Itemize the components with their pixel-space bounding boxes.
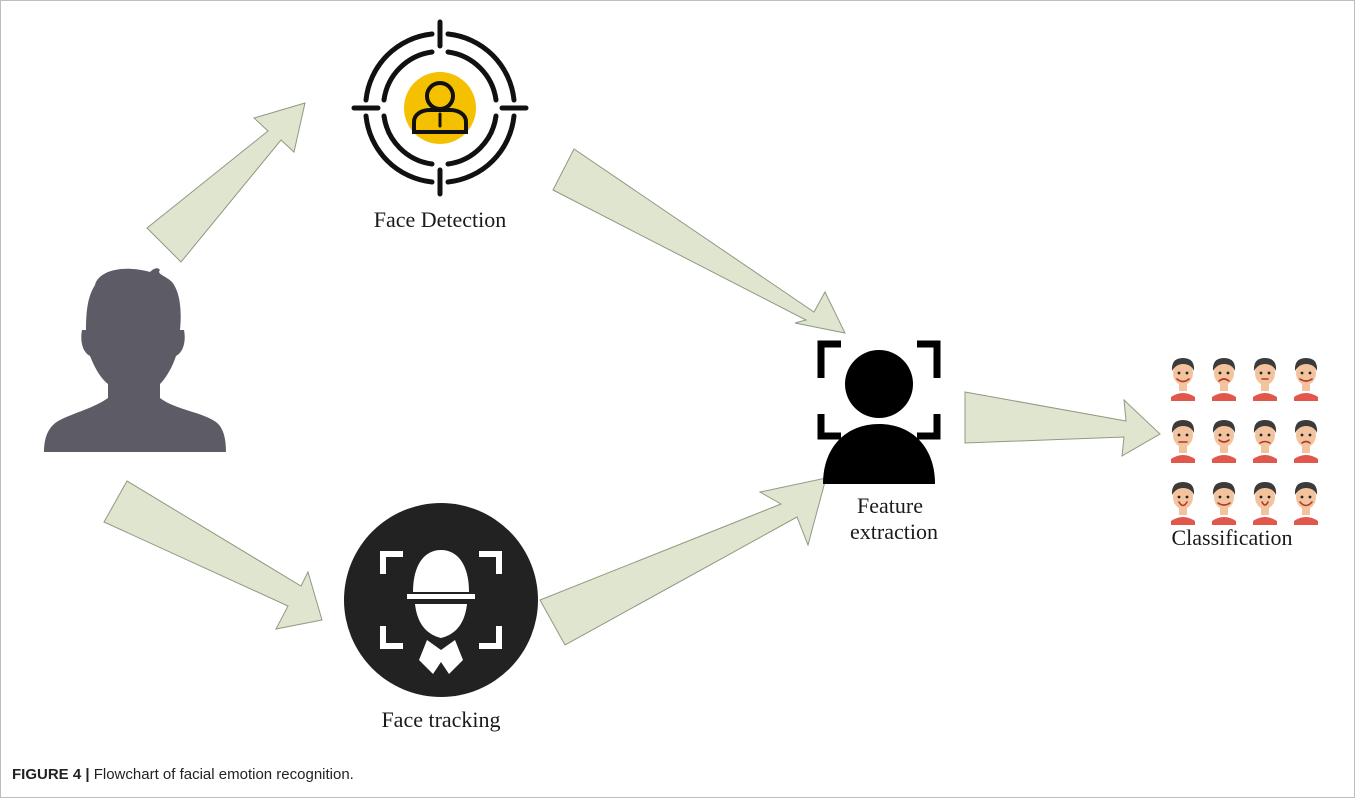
face-tracking-icon: [344, 503, 538, 697]
flowchart-diagram: [44, 19, 1318, 697]
arrow-feature-to-classification: [964, 391, 1161, 457]
label-face-tracking: Face tracking: [381, 707, 501, 732]
person-silhouette-icon: [44, 268, 226, 452]
label-face-detection: Face Detection: [373, 207, 507, 232]
figure-caption: FIGURE 4 | Flowchart of facial emotion r…: [12, 766, 354, 783]
emotion-face-icon: [1294, 420, 1318, 463]
emotion-face-icon: [1171, 420, 1195, 463]
emotion-face-icon: [1253, 420, 1277, 463]
arrows: [103, 102, 1161, 646]
figure-caption-text: Flowchart of facial emotion recognition.: [93, 766, 354, 783]
label-feature-extraction-line1: Feature: [857, 493, 923, 518]
feature-extraction-icon: [817, 340, 941, 484]
arrow-person-to-detection: [146, 102, 306, 263]
face-detection-icon: [351, 19, 529, 197]
arrow-detection-to-feature: [552, 148, 846, 334]
label-classification: Classification: [1171, 525, 1293, 550]
emotion-face-icon: [1171, 358, 1195, 401]
figure-number: FIGURE 4 |: [12, 766, 90, 783]
arrow-tracking-to-feature: [539, 477, 827, 646]
classification-faces-grid: [1171, 358, 1318, 525]
emotion-face-icon: [1253, 482, 1277, 525]
label-feature-extraction-line2: extraction: [850, 519, 938, 544]
emotion-face-icon: [1294, 358, 1318, 401]
emotion-face-icon: [1212, 420, 1236, 463]
emotion-face-icon: [1294, 482, 1318, 525]
emotion-face-icon: [1212, 358, 1236, 401]
emotion-face-icon: [1253, 358, 1277, 401]
emotion-face-icon: [1212, 482, 1236, 525]
emotion-face-icon: [1171, 482, 1195, 525]
arrow-person-to-tracking: [103, 480, 323, 630]
